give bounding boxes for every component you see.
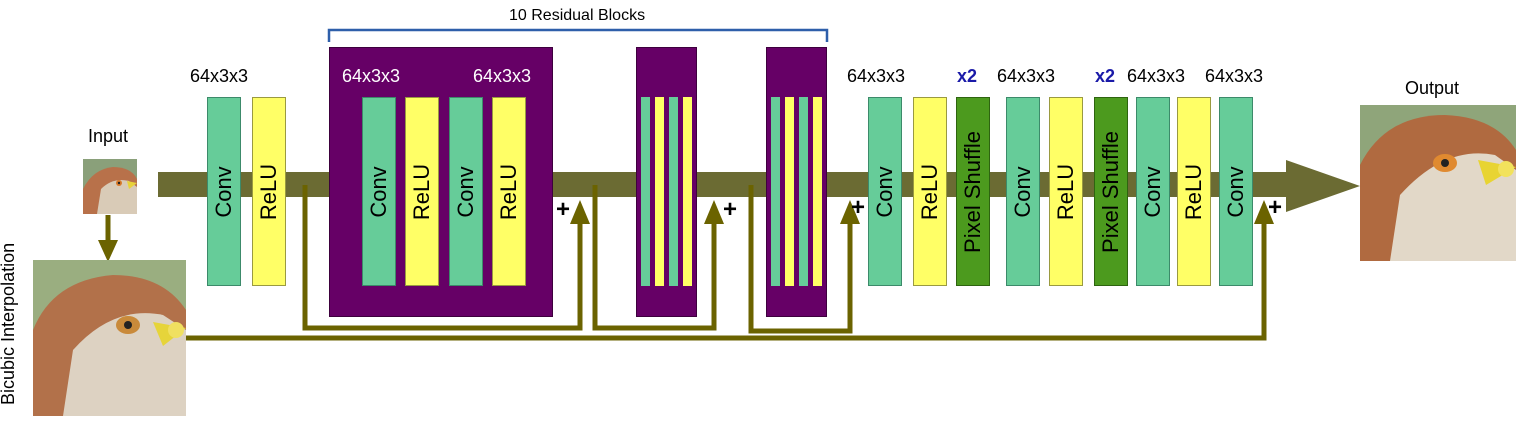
tail-conv-3-text: Conv xyxy=(1140,165,1165,218)
tail-relu-1-text: ReLU xyxy=(917,163,942,220)
resblock-conv-2-text: Conv xyxy=(453,165,478,218)
head-relu-layer: ReLU xyxy=(252,97,286,286)
bicubic-label: Bicubic Interpolation xyxy=(0,242,18,405)
tail-conv-2-text: Conv xyxy=(1010,165,1035,218)
bicubic-image xyxy=(33,260,186,416)
resblock-10-conv-1 xyxy=(771,97,780,286)
output-eagle-picture xyxy=(1360,105,1516,261)
resblock-kernel-1: 64x3x3 xyxy=(342,66,401,86)
tail-kernel-1: 64x3x3 xyxy=(847,66,906,86)
resblock-relu-2-text: ReLU xyxy=(496,163,521,220)
resblock-2-conv-2 xyxy=(669,97,678,286)
tail-conv-4: Conv xyxy=(1219,97,1253,286)
resblock-relu-2: ReLU xyxy=(492,97,526,286)
bicubic-eagle-picture xyxy=(33,260,186,416)
skip-connection-1 xyxy=(302,185,583,331)
tail-relu-1: ReLU xyxy=(913,97,947,286)
pixel-shuffle-2-text: Pixel Shuffle xyxy=(1098,130,1123,253)
upscale-label-2: x2 xyxy=(1095,66,1116,86)
skip-arrow-1 xyxy=(570,200,590,224)
tail-kernel-4: 64x3x3 xyxy=(1205,66,1264,86)
output-label: Output xyxy=(1405,78,1460,98)
tail-conv-1: Conv xyxy=(868,97,902,286)
skip-arrow-2 xyxy=(704,200,724,224)
resblock-relu-1: ReLU xyxy=(405,97,439,286)
resblock-10-relu-2 xyxy=(813,97,822,286)
add-symbol-1: + xyxy=(556,196,571,223)
pixel-shuffle-2: Pixel Shuffle xyxy=(1094,97,1128,286)
skip-connection-3 xyxy=(748,185,853,334)
head-kernel-label: 64x3x3 xyxy=(190,66,249,86)
pixel-shuffle-1: Pixel Shuffle xyxy=(956,97,990,286)
add-symbol-2: + xyxy=(723,196,738,223)
tail-conv-3: Conv xyxy=(1136,97,1170,286)
tail-relu-2-text: ReLU xyxy=(1053,163,1078,220)
tail-relu-2: ReLU xyxy=(1049,97,1083,286)
main-flow-arrowhead xyxy=(1286,160,1360,212)
residual-brace xyxy=(327,28,829,42)
bicubic-arrow xyxy=(98,240,118,262)
resblock-2-conv-1 xyxy=(641,97,650,286)
head-relu-text: ReLU xyxy=(256,163,281,220)
resblock-10-conv-2 xyxy=(799,97,808,286)
head-conv-text: Conv xyxy=(211,165,236,218)
tail-conv-4-text: Conv xyxy=(1223,165,1248,218)
resblock-conv-2: Conv xyxy=(449,97,483,286)
skip-connection-2 xyxy=(592,185,717,331)
add-symbol-3: + xyxy=(851,194,866,221)
output-image xyxy=(1360,105,1516,261)
global-skip-arrow xyxy=(1254,200,1274,224)
resblock-2-relu-2 xyxy=(683,97,692,286)
resblock-2-relu-1 xyxy=(655,97,664,286)
resblock-conv-1-text: Conv xyxy=(366,165,391,218)
tail-conv-1-text: Conv xyxy=(872,165,897,218)
tail-kernel-2: 64x3x3 xyxy=(997,66,1056,86)
resblock-conv-1: Conv xyxy=(362,97,396,286)
pixel-shuffle-1-text: Pixel Shuffle xyxy=(960,130,985,253)
input-label: Input xyxy=(88,126,129,146)
input-image xyxy=(83,159,137,214)
upscale-label-1: x2 xyxy=(957,66,978,86)
skip-arrow-3 xyxy=(840,200,860,224)
input-eagle-picture xyxy=(83,159,137,214)
head-conv-layer: Conv xyxy=(207,97,241,286)
tail-relu-3: ReLU xyxy=(1177,97,1211,286)
global-skip-connection xyxy=(186,222,1267,341)
tail-relu-3-text: ReLU xyxy=(1181,163,1206,220)
resblock-10-relu-1 xyxy=(785,97,794,286)
residual-blocks-title: 10 Residual Blocks xyxy=(509,7,646,24)
tail-conv-2: Conv xyxy=(1006,97,1040,286)
resblock-kernel-2: 64x3x3 xyxy=(473,66,532,86)
add-symbol-4: + xyxy=(1268,194,1283,221)
resblock-relu-1-text: ReLU xyxy=(409,163,434,220)
tail-kernel-3: 64x3x3 xyxy=(1127,66,1186,86)
